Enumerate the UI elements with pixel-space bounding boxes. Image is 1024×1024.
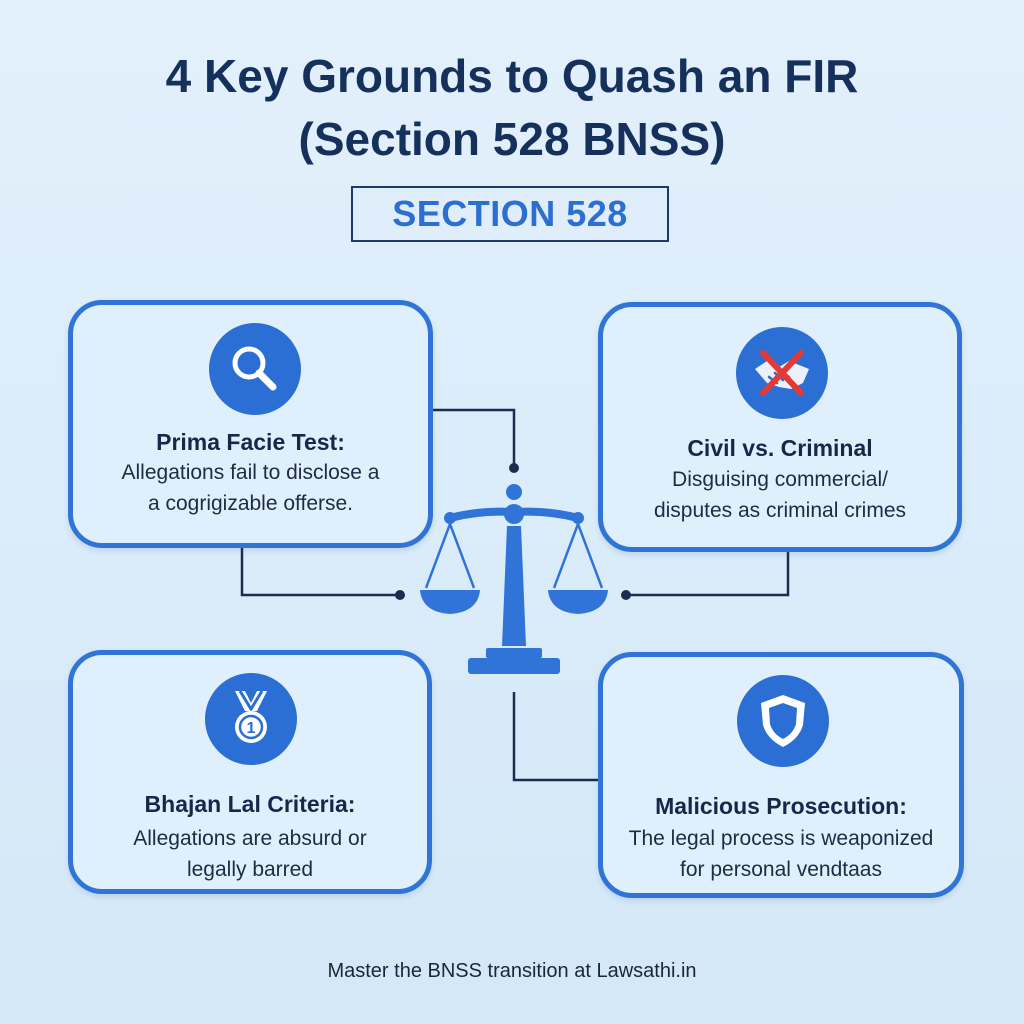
card-description-line: legally barred bbox=[186, 858, 314, 881]
magnifying-glass-icon bbox=[209, 323, 301, 415]
shield-icon bbox=[737, 675, 829, 767]
card-description: The legal process is weaponized for pers… bbox=[603, 823, 959, 885]
card-title: Civil vs. Criminal bbox=[687, 435, 873, 461]
medal-icon: 1 bbox=[205, 673, 297, 765]
card-description-line: Disguising commercial/ bbox=[672, 468, 888, 491]
card-description: Allegations fail to disclose a a cogrigi… bbox=[73, 457, 428, 519]
card-title: Malicious Prosecution: bbox=[655, 793, 907, 819]
page-title: 4 Key Grounds to Quash an FIR bbox=[165, 50, 859, 102]
ground-card-malicious-prosecution: Malicious Prosecution: The legal process… bbox=[598, 652, 964, 898]
card-title: Bhajan Lal Criteria: bbox=[144, 791, 356, 817]
medal-number: 1 bbox=[247, 720, 256, 737]
ground-card-prima-facie: Prima Facie Test: Allegations fail to di… bbox=[68, 300, 433, 548]
card-description-line: The legal process is weaponized bbox=[628, 827, 934, 850]
ground-card-bhajan-lal: 1 Bhajan Lal Criteria: Allegations are a… bbox=[68, 650, 432, 894]
card-description-line: disputes as criminal crimes bbox=[653, 499, 907, 522]
scales-of-justice-icon bbox=[420, 484, 608, 674]
card-description-line: for personal vendtaas bbox=[680, 858, 882, 881]
card-description: Allegations are absurd or legally barred bbox=[73, 823, 427, 885]
card-description: Disguising commercial/ disputes as crimi… bbox=[603, 464, 957, 526]
card-description-line: a cogrigizable offerse. bbox=[147, 492, 354, 515]
section-label: SECTION 528 bbox=[392, 193, 628, 234]
card-description-line: Allegations are absurd or bbox=[133, 827, 367, 850]
card-description-line: Allegations fail to disclose a bbox=[121, 461, 380, 484]
ground-card-civil-vs-criminal: Civil vs. Criminal Disguising commercial… bbox=[598, 302, 962, 552]
card-title: Prima Facie Test: bbox=[156, 429, 345, 455]
section-badge: SECTION 528 bbox=[351, 186, 669, 242]
crossed-handshake-icon bbox=[736, 327, 828, 419]
footer-text: Master the BNSS transition at Lawsathi.i… bbox=[327, 960, 697, 982]
page-subtitle: (Section 528 BNSS) bbox=[298, 113, 726, 165]
